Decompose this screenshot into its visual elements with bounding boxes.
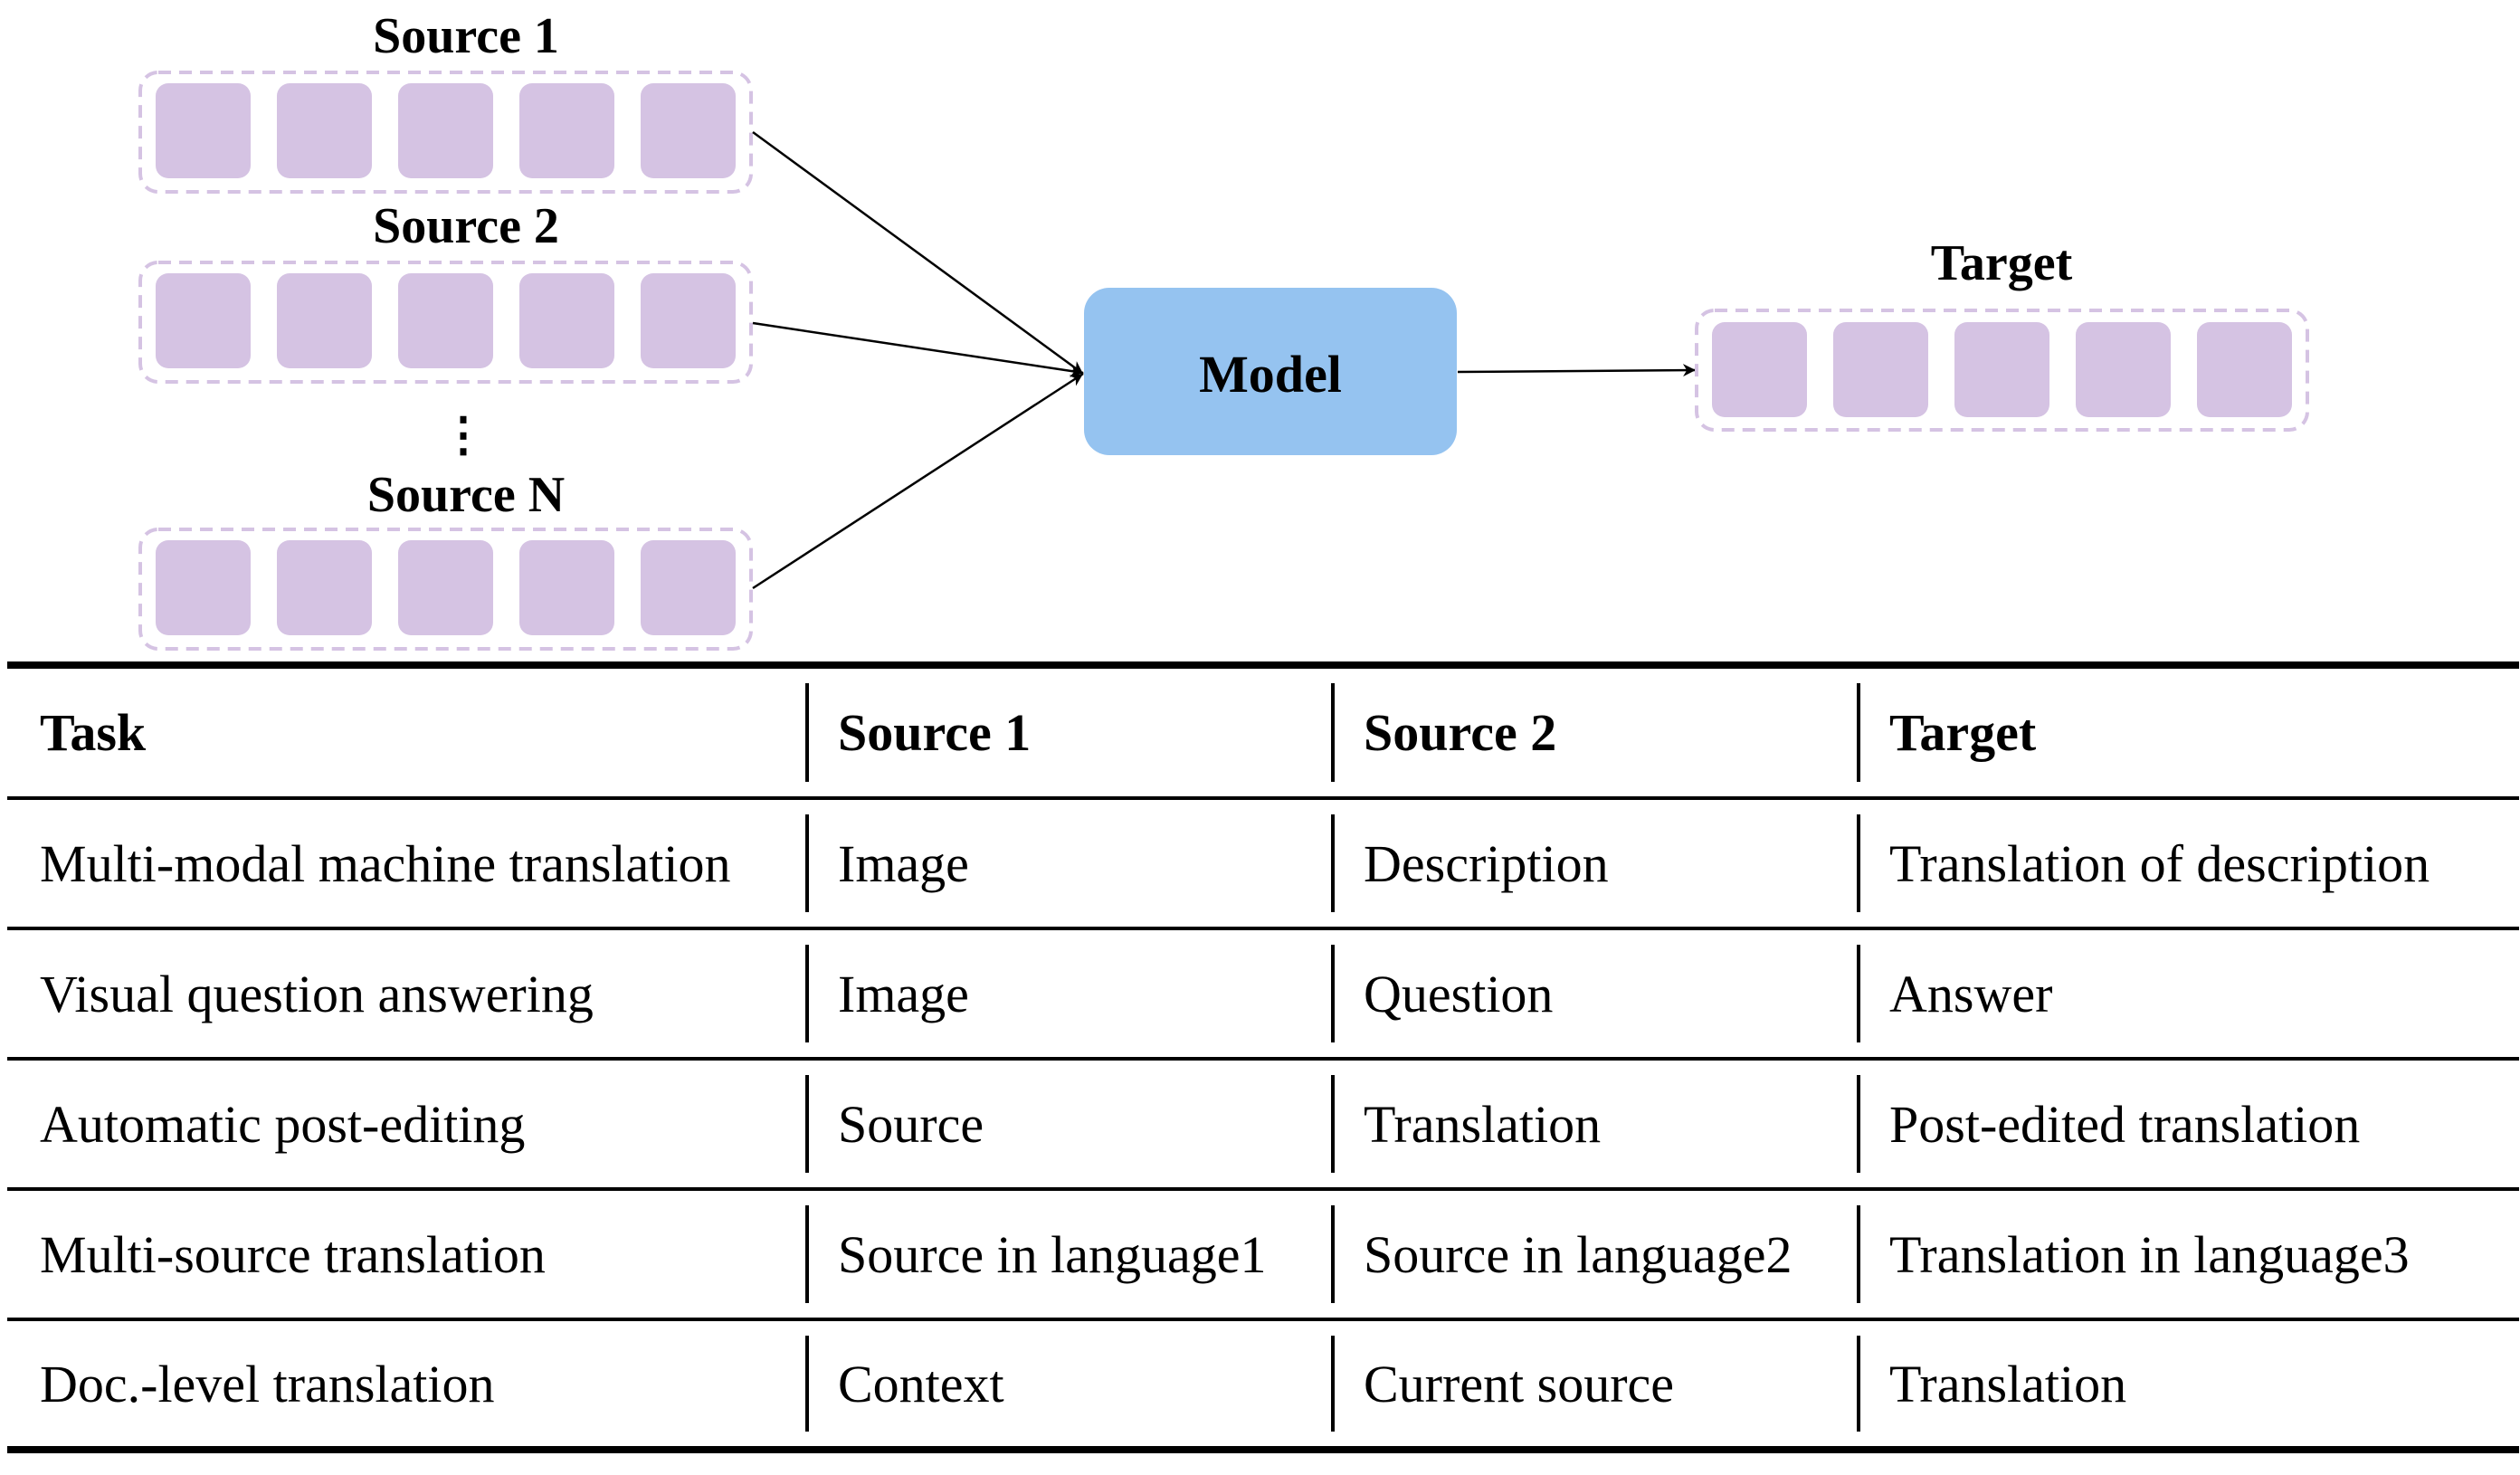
table-row: Automatic post-editing Source Translatio… [7, 1059, 2519, 1189]
cell-target: Answer [1857, 928, 2519, 1059]
arrow-source-n-to-model [752, 372, 1084, 590]
source-2-token [156, 273, 251, 368]
table-row: Doc.-level translation Context Current s… [7, 1319, 2519, 1450]
cell-source-1: Image [805, 798, 1331, 928]
source-1-token [398, 83, 493, 178]
target-token [2197, 322, 2292, 417]
source-2-token [398, 273, 493, 368]
cell-source-2: Description [1331, 798, 1857, 928]
source-2-token [519, 273, 614, 368]
cell-task: Automatic post-editing [40, 1094, 526, 1154]
source-2-token [641, 273, 736, 368]
source-n-sequence [138, 528, 753, 651]
target-token [1833, 322, 1928, 417]
target-frame [1695, 309, 2309, 432]
source-n-token [156, 540, 251, 635]
target-token [1712, 322, 1807, 417]
source-1-token [277, 83, 372, 178]
target-token [2076, 322, 2171, 417]
cell-source-2: Source in language2 [1331, 1189, 1857, 1319]
cell-source-2: Translation [1331, 1059, 1857, 1189]
task-table: Task Source 1 Source 2 Target Multi-moda… [7, 661, 2519, 1453]
cell-source-1: Context [805, 1319, 1331, 1450]
source-2-frame [138, 261, 753, 384]
cell-source-1: Image [805, 928, 1331, 1059]
table-row: Multi-modal machine translation Image De… [7, 798, 2519, 928]
arrow-source-2-to-model [752, 321, 1084, 377]
header-target: Target [1857, 665, 2519, 798]
table-header-row: Task Source 1 Source 2 Target [7, 665, 2519, 798]
source-1-token [156, 83, 251, 178]
header-task: Task [40, 703, 147, 762]
source-n-token [641, 540, 736, 635]
source-1-sequence [138, 71, 753, 194]
header-source-2: Source 2 [1331, 665, 1857, 798]
source-n-label: Source N [367, 467, 565, 523]
cell-source-1: Source in language1 [805, 1189, 1331, 1319]
arrow-model-to-target [1457, 364, 1697, 377]
cell-source-2: Current source [1331, 1319, 1857, 1450]
source-n-token [519, 540, 614, 635]
target-label: Target [1931, 235, 2073, 291]
cell-target: Translation [1857, 1319, 2519, 1450]
cell-target: Translation of description [1857, 798, 2519, 928]
model-box [1084, 288, 1457, 455]
cell-target: Translation in language3 [1857, 1189, 2519, 1319]
cell-source-2: Question [1331, 928, 1857, 1059]
target-sequence [1695, 309, 2309, 432]
cell-task: Visual question answering [40, 964, 594, 1023]
arrow-source-1-to-model [752, 130, 1084, 376]
source-1-frame [138, 71, 753, 194]
cell-source-1: Source [805, 1059, 1331, 1189]
target-token [1954, 322, 2049, 417]
header-source-1: Source 1 [805, 665, 1331, 798]
ellipsis: ⋮ [440, 410, 487, 462]
cell-target: Post-edited translation [1857, 1059, 2519, 1189]
cell-task: Multi-source translation [40, 1224, 546, 1284]
cell-task: Multi-modal machine translation [40, 833, 731, 893]
source-1-token [519, 83, 614, 178]
source-2-label: Source 2 [373, 198, 559, 254]
model-label: Model [1199, 345, 1342, 404]
source-2-token [277, 273, 372, 368]
cell-task: Doc.-level translation [40, 1354, 495, 1413]
source-2-sequence [138, 261, 753, 384]
source-n-frame [138, 528, 753, 651]
table-row: Visual question answering Image Question… [7, 928, 2519, 1059]
source-n-token [398, 540, 493, 635]
source-1-token [641, 83, 736, 178]
multi-source-diagram: Source 1 Source 2 ⋮ Source N Model Targ [138, 8, 2309, 651]
source-1-label: Source 1 [373, 8, 559, 64]
table-row: Multi-source translation Source in langu… [7, 1189, 2519, 1319]
source-n-token [277, 540, 372, 635]
